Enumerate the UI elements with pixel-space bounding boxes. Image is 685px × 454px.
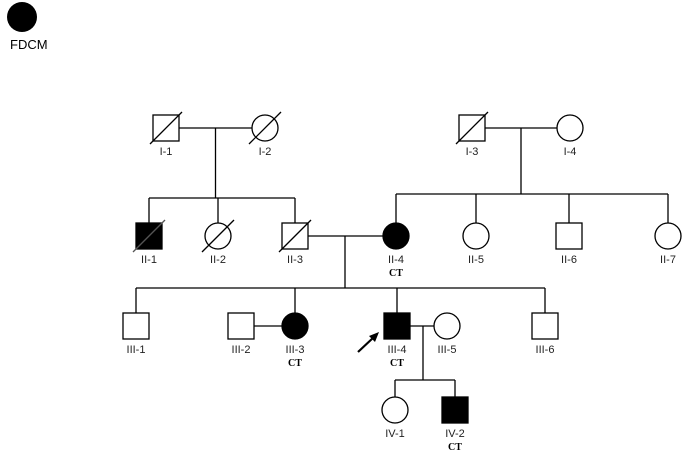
- deceased-slash: [149, 111, 183, 145]
- male-symbol: [441, 396, 469, 424]
- female-symbol: [654, 222, 682, 250]
- individual-ii-3: II-3: [278, 219, 312, 266]
- individual-iii-6: III-6: [531, 312, 559, 356]
- genotype-label: CT: [288, 358, 302, 369]
- legend-label: FDCM: [10, 37, 48, 52]
- deceased-slash: [201, 219, 235, 253]
- individual-ii-6: II-6: [555, 222, 583, 266]
- proband-arrow: [357, 332, 379, 353]
- individual-iii-1: III-1: [122, 312, 150, 356]
- individual-ii-7: II-7: [654, 222, 682, 266]
- individual-label: III-2: [232, 344, 251, 356]
- individual-label: I-4: [564, 146, 577, 158]
- individual-label: II-5: [468, 254, 484, 266]
- individual-label: II-6: [561, 254, 577, 266]
- female-symbol: [382, 222, 410, 250]
- individual-ii-5: II-5: [462, 222, 490, 266]
- female-symbol: [381, 396, 409, 424]
- female-symbol: [556, 114, 584, 142]
- individual-label: III-4: [388, 344, 407, 356]
- deceased-slash: [278, 219, 312, 253]
- individual-iii-5: III-5: [433, 312, 461, 356]
- genotype-label: CT: [390, 358, 404, 369]
- deceased-slash: [455, 111, 489, 145]
- male-symbol: [531, 312, 559, 340]
- individual-ii-1: II-1: [132, 219, 166, 266]
- individual-label: II-4: [388, 254, 404, 266]
- individual-label: II-3: [287, 254, 303, 266]
- individual-label: I-1: [160, 146, 173, 158]
- female-symbol: [433, 312, 461, 340]
- legend-affected-symbol: [7, 2, 37, 32]
- individual-ii-4: II-4CT: [382, 222, 410, 279]
- individual-i-3: I-3: [455, 111, 489, 158]
- individual-label: I-3: [466, 146, 479, 158]
- individual-label: III-6: [536, 344, 555, 356]
- female-symbol: [281, 312, 309, 340]
- individual-iii-4: III-4CT: [383, 312, 411, 369]
- male-symbol: [383, 312, 411, 340]
- individual-label: III-3: [286, 344, 305, 356]
- relationship-lines: [135, 127, 669, 397]
- female-symbol: [462, 222, 490, 250]
- individual-ii-2: II-2: [201, 219, 235, 266]
- deceased-slash: [132, 219, 166, 253]
- individual-label: I-2: [259, 146, 272, 158]
- individual-label: III-5: [438, 344, 457, 356]
- male-symbol: [555, 222, 583, 250]
- individual-label: II-7: [660, 254, 676, 266]
- individual-label: III-1: [127, 344, 146, 356]
- individual-iii-2: III-2: [227, 312, 255, 356]
- male-symbol: [122, 312, 150, 340]
- individual-i-2: I-2: [248, 111, 282, 158]
- genotype-label: CT: [389, 268, 403, 279]
- individual-i-1: I-1: [149, 111, 183, 158]
- deceased-slash: [248, 111, 282, 145]
- individual-label: IV-1: [385, 428, 405, 440]
- individual-iii-3: III-3CT: [281, 312, 309, 369]
- individual-label: IV-2: [445, 428, 465, 440]
- genotype-label: CT: [448, 442, 462, 453]
- male-symbol: [227, 312, 255, 340]
- individual-label: II-1: [141, 254, 157, 266]
- individual-i-4: I-4: [556, 114, 584, 158]
- legend: FDCM: [7, 2, 48, 52]
- individual-iv-2: IV-2CT: [441, 396, 469, 453]
- individual-iv-1: IV-1: [381, 396, 409, 440]
- individual-label: II-2: [210, 254, 226, 266]
